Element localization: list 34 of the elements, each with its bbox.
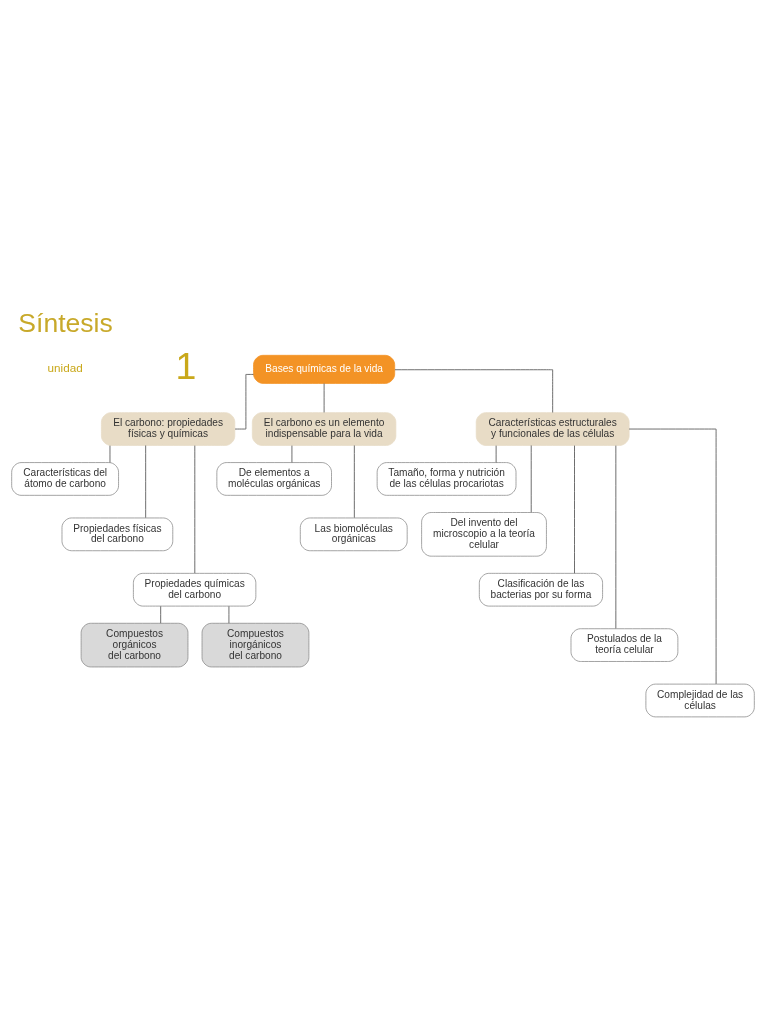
- node-box: Bases químicas de la vida: [253, 354, 396, 384]
- node-box: Propiedades químicas del carbono: [133, 572, 257, 606]
- connector: [615, 444, 617, 629]
- node-box: Del invento del microscopio a la teoría celular: [421, 511, 547, 557]
- connector: [574, 444, 575, 574]
- connector: [234, 373, 254, 429]
- connector: [530, 444, 532, 513]
- node-box: Características estructurales y funcionales de las células: [475, 411, 630, 446]
- node-box: Características del átomo de carbono: [11, 461, 119, 496]
- node-box: El carbono es un elemento indispensable para la vida: [251, 411, 397, 446]
- node-box: Complejidad de las células: [645, 683, 755, 717]
- connector: [394, 368, 554, 413]
- connector: [628, 428, 717, 684]
- node-box: Propiedades físicas del carbono: [61, 517, 174, 551]
- connector: [495, 444, 497, 463]
- node-box: Tamaño, forma y nutrición de las células procariotas: [376, 461, 517, 496]
- node-box: Compuestos inorgánicos del carbono: [201, 622, 310, 667]
- node-box: El carbono: propiedades físicas y químicas: [101, 411, 236, 446]
- node-box: Las biomoléculas orgánicas: [299, 517, 408, 551]
- node-box: Postulados de la teoría celular: [570, 627, 679, 662]
- connector: [323, 382, 325, 413]
- connector: [194, 444, 196, 574]
- label: 1: [175, 344, 197, 387]
- diagram-title: Síntesis: [18, 307, 113, 338]
- label: unidad: [47, 360, 83, 374]
- connector: [228, 605, 230, 624]
- node-box: Clasificación de las bacterias por su forma: [478, 572, 603, 606]
- connector: [353, 444, 355, 518]
- connector: [291, 444, 293, 463]
- node-box: Compuestos orgánicos del carbono: [80, 622, 189, 667]
- connector: [160, 605, 162, 624]
- connector: [109, 444, 111, 463]
- connector: [145, 444, 147, 518]
- node-box: De elementos a moléculas orgánicas: [216, 461, 332, 496]
